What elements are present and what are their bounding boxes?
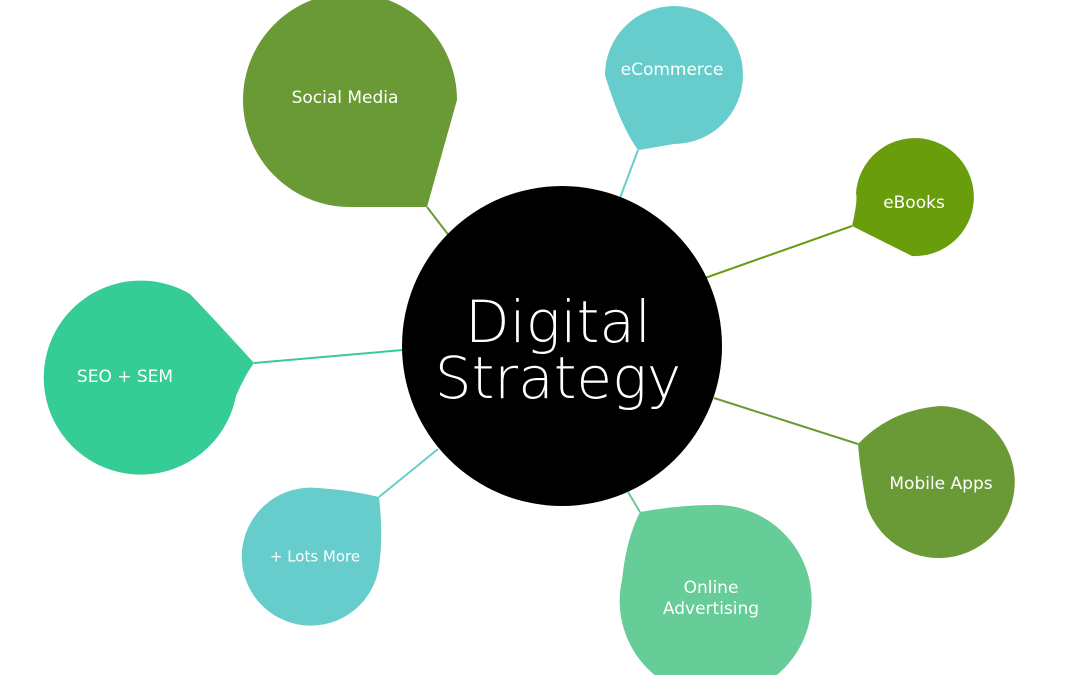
node-mobile-apps: Mobile Apps xyxy=(858,406,1015,558)
connector-online-advertising xyxy=(627,491,641,513)
center-title-line2: Strategy xyxy=(435,344,682,412)
node-social-media-shape xyxy=(243,0,457,207)
connector-mobile-apps xyxy=(713,397,859,445)
node-online-advertising-shape xyxy=(619,504,812,675)
node-online-advertising-label-line2: Advertising xyxy=(663,599,759,619)
connectors xyxy=(253,149,859,513)
connector-ecommerce xyxy=(619,149,639,199)
node-ebooks-shape xyxy=(852,138,974,257)
node-mobile-apps-label: Mobile Apps xyxy=(889,474,992,494)
center-circle xyxy=(402,186,722,506)
node-mobile-apps-shape xyxy=(858,406,1015,558)
node-ebooks-label: eBooks xyxy=(883,193,945,213)
node-seo-sem-label: SEO + SEM xyxy=(77,367,173,387)
node-social-media-label: Social Media xyxy=(292,88,399,108)
center-title-line1: Digital xyxy=(465,288,651,356)
node-lots-more-label: + Lots More xyxy=(270,548,360,566)
node-seo-sem: SEO + SEM xyxy=(43,280,254,475)
node-online-advertising: Online Advertising xyxy=(619,504,812,675)
node-online-advertising-label-line1: Online xyxy=(684,578,739,598)
node-lots-more-shape xyxy=(241,487,382,626)
node-ecommerce-shape xyxy=(605,6,743,150)
center-node: Digital Strategy xyxy=(402,186,722,506)
node-lots-more: + Lots More xyxy=(241,487,382,626)
node-ecommerce-label: eCommerce xyxy=(621,60,724,80)
node-ecommerce: eCommerce xyxy=(605,6,743,150)
connector-lots-more xyxy=(378,448,439,498)
connector-seo-sem xyxy=(253,349,404,364)
node-social-media: Social Media xyxy=(243,0,457,207)
connector-ebooks xyxy=(704,225,853,279)
node-seo-sem-shape xyxy=(43,280,254,475)
node-ebooks: eBooks xyxy=(852,138,974,257)
connector-social-media xyxy=(426,206,451,238)
